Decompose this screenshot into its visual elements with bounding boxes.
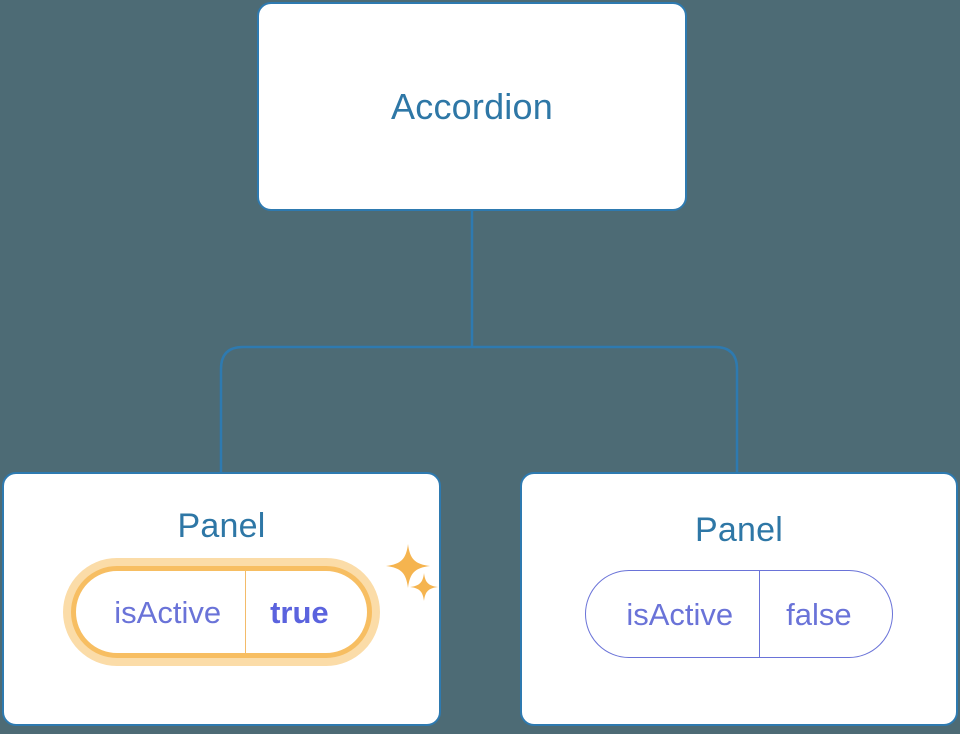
node-panel-inactive-title: Panel xyxy=(695,511,783,549)
node-panel-inactive[interactable]: Panel isActive false xyxy=(520,472,958,726)
prop-wrapper-inactive: isActive false xyxy=(585,570,893,658)
prop-pill-isactive-false[interactable]: isActive false xyxy=(585,570,893,658)
prop-key: isActive xyxy=(114,594,222,630)
prop-wrapper-active: isActive true xyxy=(71,566,372,658)
prop-key: isActive xyxy=(626,596,734,632)
prop-pill-isactive-true[interactable]: isActive true xyxy=(71,566,372,658)
node-accordion[interactable]: Accordion xyxy=(257,2,687,211)
node-accordion-title: Accordion xyxy=(391,85,553,127)
connector-branch-bus xyxy=(219,345,739,472)
node-panel-active-title: Panel xyxy=(177,507,266,545)
prop-value: false xyxy=(759,571,891,657)
node-panel-active[interactable]: Panel isActive true xyxy=(2,472,441,726)
prop-value: true xyxy=(245,571,367,653)
